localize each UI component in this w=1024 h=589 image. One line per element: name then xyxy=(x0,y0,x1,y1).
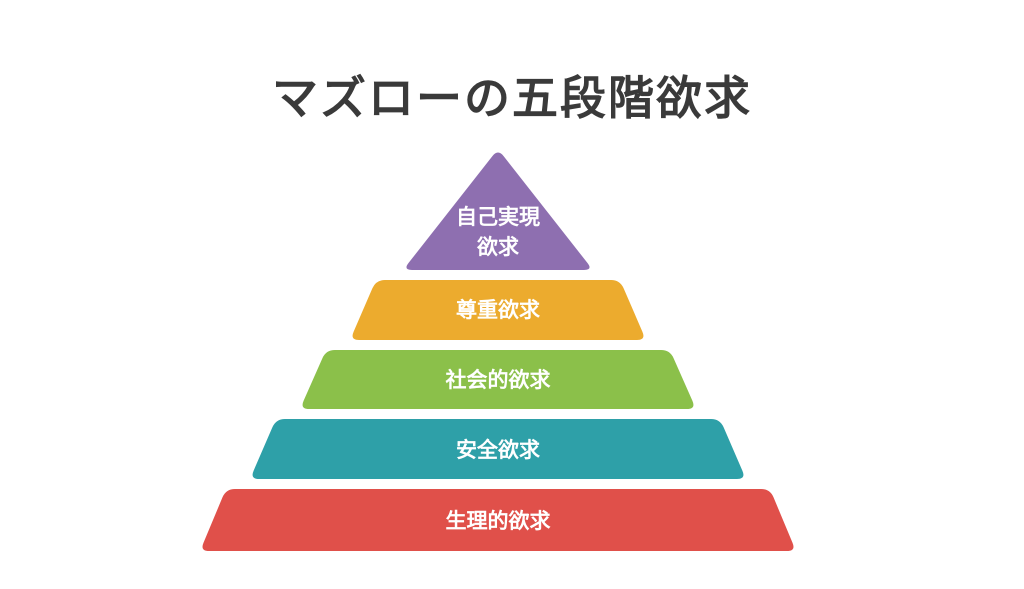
tier-1-label-line-2: 欲求 xyxy=(476,235,519,259)
tier-2-label: 尊重欲求 xyxy=(456,298,540,322)
tier-1-shape xyxy=(406,152,590,270)
tier-4-shape xyxy=(252,419,744,479)
page-title: マズローの五段階欲求 xyxy=(272,71,752,125)
tier-3-shape xyxy=(302,350,694,409)
tier-3-label: 社会的欲求 xyxy=(445,368,551,392)
tier-2-shape xyxy=(352,280,644,340)
tier-5-shape xyxy=(202,489,794,551)
tier-5-label: 生理的欲求 xyxy=(446,509,551,533)
tier-1-label-line-1: 自己実現 xyxy=(456,205,540,229)
tier-4-label: 安全欲求 xyxy=(456,438,540,462)
